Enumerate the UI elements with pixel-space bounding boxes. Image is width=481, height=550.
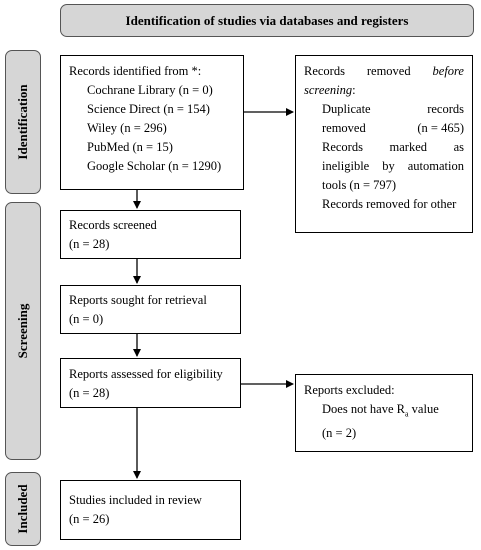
reports-sought-count: (n = 0) [69, 312, 104, 326]
duplicates-word2: records [427, 102, 464, 116]
duplicates-count: (n = 465) [417, 121, 464, 135]
reports-assessed-count: (n = 28) [69, 386, 110, 400]
ineligible-row2: ineligible by automation [322, 157, 464, 176]
records-screened-box: Records screened (n = 28) [60, 210, 241, 259]
ineligible-word6: automation [407, 159, 464, 173]
ineligible-word3: as [453, 140, 464, 154]
source-pubmed: PubMed (n = 15) [87, 140, 173, 154]
exclusion-reason-suffix: value [408, 402, 439, 416]
flow-header: Identification of studies via databases … [60, 4, 474, 37]
reports-excluded-box: Reports excluded: Does not have Ra value… [295, 374, 473, 452]
records-identified-box: Records identified from *: Cochrane Libr… [60, 55, 244, 190]
removed-title-screening: screening [304, 83, 353, 97]
records-screened-count: (n = 28) [69, 237, 110, 251]
source-wiley: Wiley (n = 296) [87, 121, 167, 135]
removed-other: Records removed for other [322, 197, 457, 211]
reports-excluded-count: (n = 2) [322, 425, 357, 440]
studies-included-box: Studies included in review (n = 26) [60, 480, 241, 540]
reports-assessed-title: Reports assessed for eligibility [69, 367, 223, 381]
exclusion-reason-prefix: Does not have R [322, 402, 405, 416]
reports-assessed-box: Reports assessed for eligibility (n = 28… [60, 358, 241, 408]
stage-identification: Identification [5, 50, 41, 194]
reports-excluded-title: Reports excluded: [304, 383, 395, 397]
ineligible-count: tools (n = 797) [322, 178, 397, 192]
removed-details: Duplicate records removed (n = 465) Reco… [304, 100, 464, 214]
source-science-direct: Science Direct (n = 154) [87, 102, 210, 116]
ineligible-row1: Records marked as [322, 138, 464, 157]
reports-sought-box: Reports sought for retrieval (n = 0) [60, 285, 241, 334]
removed-title-word2: removed [366, 64, 411, 78]
ineligible-word5: by [382, 159, 395, 173]
ineligible-word1: Records [322, 140, 363, 154]
duplicates-word3: removed [322, 121, 366, 135]
source-cochrane: Cochrane Library (n = 0) [87, 83, 213, 97]
ineligible-word4: ineligible [322, 159, 370, 173]
records-identified-title: Records identified from *: [69, 64, 202, 78]
exclusion-reason-subscript: a [404, 409, 409, 419]
source-google-scholar: Google Scholar (n = 1290) [87, 159, 222, 173]
duplicates-row2: removed (n = 465) [322, 119, 464, 138]
records-screened-title: Records screened [69, 218, 157, 232]
removed-title-row: Records removed before [304, 62, 464, 81]
reports-sought-title: Reports sought for retrieval [69, 293, 207, 307]
studies-included-title: Studies included in review [69, 493, 202, 507]
removed-title-word1: Records [304, 64, 345, 78]
stage-included: Included [5, 472, 41, 546]
removed-title-word3: before [432, 64, 464, 78]
duplicates-row1: Duplicate records [322, 100, 464, 119]
removed-title-colon: : [352, 83, 356, 97]
stage-screening: Screening [5, 202, 41, 460]
exclusion-reason: Does not have Ra value [304, 400, 472, 424]
records-removed-box: Records removed before screening: Duplic… [295, 55, 473, 233]
studies-included-count: (n = 26) [69, 512, 110, 526]
removed-title-row2: screening: [304, 81, 464, 100]
duplicates-word1: Duplicate [322, 102, 371, 116]
ineligible-word2: marked [389, 140, 428, 154]
